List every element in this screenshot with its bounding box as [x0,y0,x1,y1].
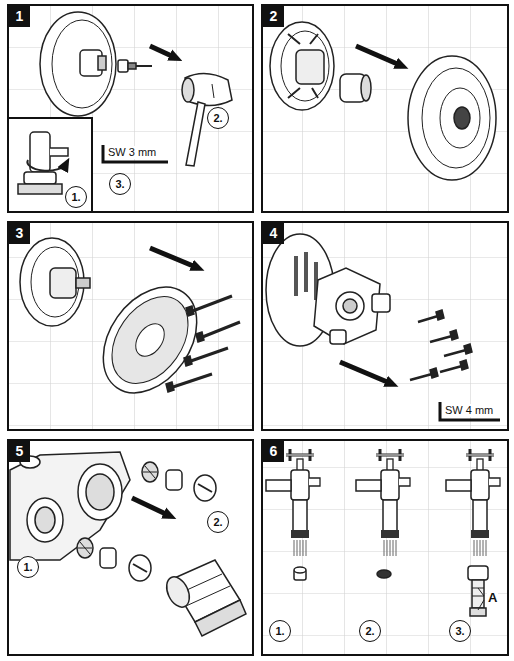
part-letter: A [487,591,498,605]
step-number: 5 [9,441,30,462]
step4-drawing [266,234,500,420]
callout-number: 2. [207,107,229,129]
step3-drawing [20,238,240,410]
tool-size: SW 4 mm [444,404,494,417]
step5-drawing [10,452,246,636]
step-number: 3 [9,223,30,244]
step-number: 6 [263,441,284,462]
callout-number: 1. [17,556,39,578]
step-number: 4 [263,223,284,244]
callout-number: 1. [269,620,291,642]
step2-drawing [270,22,496,180]
callout-number: 3. [109,173,131,195]
callout-number: 2. [207,511,229,533]
callout-number: 1. [65,186,87,208]
step-number: 2 [263,6,284,27]
step1-drawing [8,12,232,212]
tool-size: SW 3 mm [107,146,157,159]
callout-number: 2. [359,620,381,642]
callout-number: 3. [449,620,471,642]
step-number: 1 [9,6,30,27]
step6-drawing [266,449,500,616]
panel-frames [8,5,508,655]
